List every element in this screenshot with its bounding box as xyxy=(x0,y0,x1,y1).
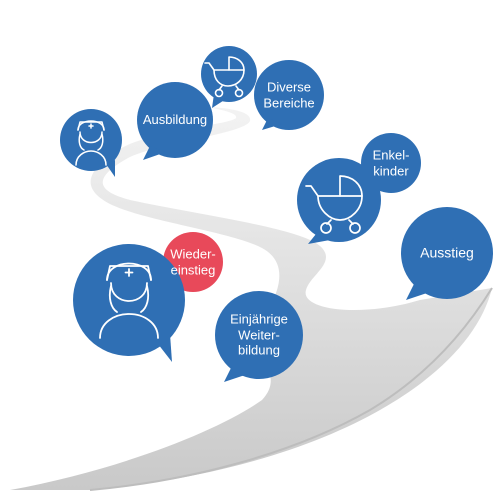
bubble-stroller-top xyxy=(201,46,257,108)
road-surface xyxy=(10,107,492,490)
bubble-weiterbildung xyxy=(215,291,303,382)
label-ausbildung: Ausbildung xyxy=(142,112,208,128)
bubble-nurse-large xyxy=(73,244,185,362)
bubble-nurse-small xyxy=(60,109,122,177)
label-weiterbildung: Einjährige Weiter- bildung xyxy=(230,311,288,358)
label-wiedereinstieg: Wieder- einstieg xyxy=(170,246,216,277)
bubble-diverse-bereiche xyxy=(254,60,324,130)
road-edge xyxy=(89,287,493,491)
bubble-stroller-large xyxy=(297,158,381,244)
label-ausstieg: Ausstieg xyxy=(420,244,474,261)
bubble-ausstieg xyxy=(401,207,493,300)
stroller-icon xyxy=(305,175,363,234)
nurse-icon xyxy=(75,120,107,166)
stroller-icon xyxy=(204,56,245,98)
winding-road xyxy=(10,107,493,491)
label-enkelkinder: Enkel- kinder xyxy=(372,147,410,178)
bubble-ausbildung xyxy=(137,82,213,160)
label-diverse-bereiche: Diverse Bereiche xyxy=(263,79,315,110)
nurse-icon xyxy=(99,262,159,339)
